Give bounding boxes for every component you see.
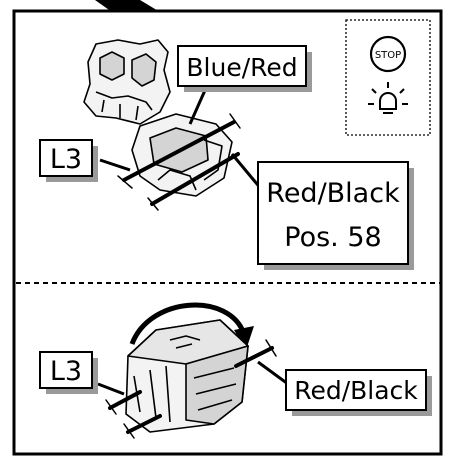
stop-sign-icon: STOP [369,35,407,73]
wire-l3-top [122,120,236,182]
label-blue-red-text: Blue/Red [186,53,297,82]
label-l3-bottom-text: L3 [50,356,82,387]
wires-bottom [105,339,277,439]
label-red-black-text: Red/Black [266,178,400,209]
wire-red-black-top [150,152,240,206]
label-l3-bottom: L3 [39,351,98,394]
label-red-black-pos: Red/Black Pos. 58 [257,161,414,270]
top-step-panel: STOP [39,19,431,270]
label-red-black-bottom-text: Red/Black [294,376,418,405]
symbols-box: STOP [345,19,431,136]
rotate-arrow-icon [129,302,254,350]
label-l3-top: L3 [39,139,98,182]
wire-red-black-bottom [234,346,274,368]
label-blue-red: Blue/Red [177,45,312,92]
pointer-arrow-icon [95,0,160,12]
lamp-light-icon [368,82,408,114]
wires-top [117,113,241,211]
wire-l3-bottom [108,390,142,410]
stop-sign-text: STOP [375,50,401,61]
bottom-step-panel: L3 Red/Black [39,302,432,439]
label-l3-top-text: L3 [50,144,82,175]
connector-closed-drawing [125,319,249,433]
label-position-text: Pos. 58 [284,222,381,253]
leaders-bottom [97,360,289,396]
label-red-black-bottom: Red/Black [285,369,432,416]
